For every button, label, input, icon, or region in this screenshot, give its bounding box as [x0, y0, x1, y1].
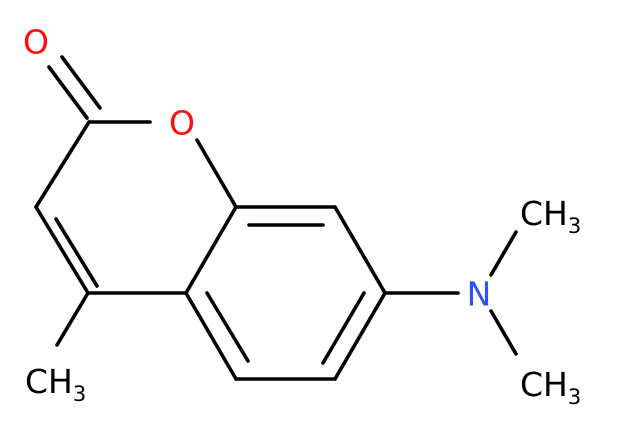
atom-carbonyl-oxygen: O	[23, 23, 49, 62]
bond-carbonyl-double-a	[47, 65, 89, 120]
bond-c7-c6	[333, 291, 387, 381]
bond-c7-c6-inner	[321, 291, 366, 365]
methyl-bottom-subscript: 3	[568, 385, 581, 409]
atom-ring-oxygen: O	[169, 104, 195, 143]
bonds	[34, 55, 518, 381]
methyl-top-main: CH	[520, 194, 568, 233]
bond-carbonyl-double-b	[60, 55, 102, 110]
bond-c8-c7	[333, 205, 387, 295]
atom-methyl-bottom: CH3	[520, 365, 581, 409]
bond-nitrogen-methyl-top	[489, 230, 518, 277]
bond-c5-c4a-inner	[205, 291, 250, 363]
methyl-left-main: CH	[25, 362, 73, 401]
atom-nitrogen: N	[467, 275, 492, 314]
atom-methyl-left: CH3	[25, 362, 86, 406]
bond-c3-c4-inner	[54, 217, 99, 288]
methyl-top-subscript: 3	[568, 214, 581, 238]
bond-c3-c4	[34, 205, 90, 295]
atom-labels: O O N CH3 CH3 CH3	[23, 23, 581, 410]
bond-nitrogen-methyl-bottom	[489, 309, 518, 356]
atom-methyl-top: CH3	[520, 194, 581, 238]
bond-c2-c3	[34, 120, 91, 209]
methyl-bottom-main: CH	[520, 365, 568, 404]
bond-c5-c4a	[184, 291, 238, 381]
bond-ring-oxygen-c8a	[195, 138, 238, 209]
methyl-left-subscript: 3	[73, 382, 86, 406]
bond-c4a-c8a	[184, 205, 238, 295]
bond-c4-methyl	[55, 291, 90, 347]
